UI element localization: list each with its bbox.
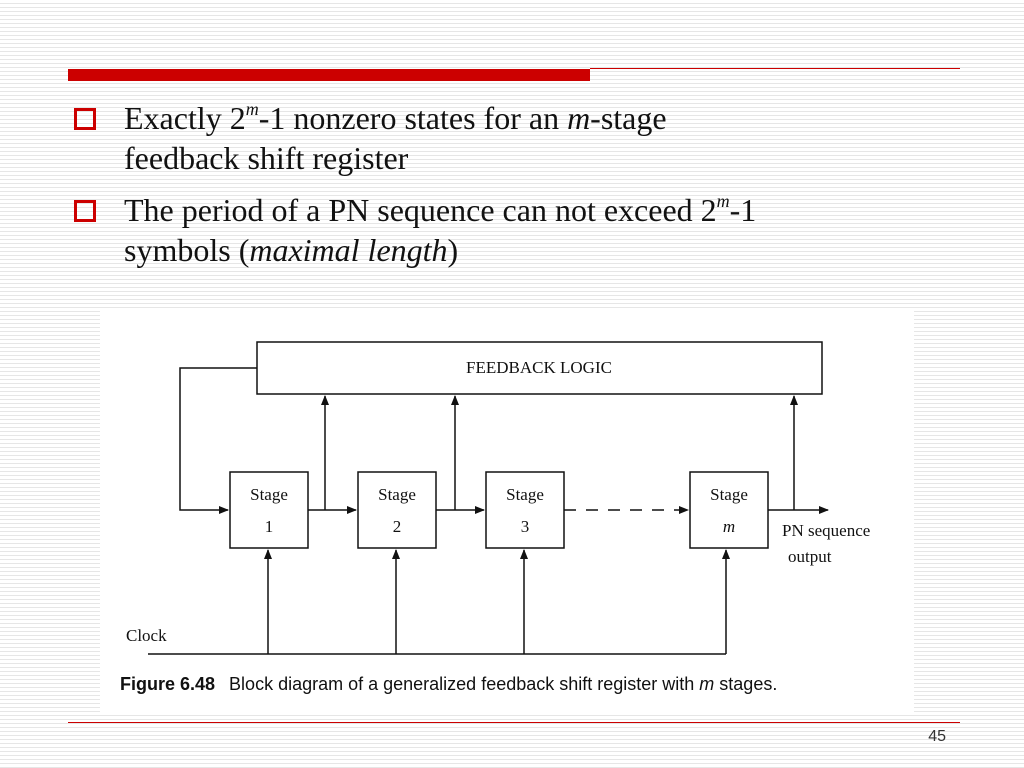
superscript-m: m — [245, 99, 259, 119]
bullet-line: The period of a PN sequence can not exce… — [124, 190, 952, 230]
stage-box-m — [689, 471, 769, 549]
header-accent-bar — [68, 69, 590, 81]
stage-title: Stage — [250, 485, 288, 504]
square-bullet-icon — [74, 200, 96, 222]
bullet-item-period: The period of a PN sequence can not exce… — [72, 190, 952, 270]
block-diagram: FEEDBACK LOGIC Stage 1 Stage 2 Stage 3 S… — [126, 341, 870, 655]
bullet-text: -1 — [729, 192, 757, 228]
caption-italic-m: m — [699, 674, 715, 694]
bullet-line: symbols (maximal length) — [124, 230, 952, 270]
output-label: output — [788, 547, 832, 566]
figure-label: Figure 6.48 — [120, 674, 216, 694]
italic-m: m — [567, 100, 591, 136]
bullet-text: ) — [447, 232, 459, 268]
bullet-text: symbols ( — [124, 232, 250, 268]
stage-title: Stage — [378, 485, 416, 504]
footer-line — [68, 722, 960, 723]
stage-index: 3 — [521, 517, 530, 536]
caption-text: stages. — [714, 674, 778, 694]
feedback-logic-box — [256, 341, 823, 395]
output-label: PN sequence — [782, 521, 870, 540]
stage-title: Stage — [506, 485, 544, 504]
bullet-line: Exactly 2m-1 nonzero states for an m-sta… — [124, 98, 952, 138]
bullet-text: The period of a PN sequence can not exce… — [124, 192, 717, 228]
bullet-text: -stage — [590, 100, 667, 136]
stage-box-2 — [357, 471, 437, 549]
stage-title: Stage — [710, 485, 748, 504]
square-bullet-icon — [74, 108, 96, 130]
stage-box-1 — [229, 471, 309, 549]
bullet-text: Exactly 2 — [124, 100, 246, 136]
bullet-line: feedback shift register — [124, 140, 409, 176]
bullet-list: Exactly 2m-1 nonzero states for an m-sta… — [72, 98, 952, 282]
bullet-item-states: Exactly 2m-1 nonzero states for an m-sta… — [72, 98, 952, 178]
stage-index: 2 — [393, 517, 402, 536]
shift-register-figure: FEEDBACK LOGIC Stage 1 Stage 2 Stage 3 S… — [100, 310, 914, 714]
feedback-return-path — [179, 367, 257, 514]
feedback-logic-label: FEEDBACK LOGIC — [466, 358, 612, 377]
bullet-text: -1 nonzero states for an — [258, 100, 568, 136]
clock-label: Clock — [126, 626, 167, 645]
figure-caption: Figure 6.48 Block diagram of a generalize… — [120, 674, 777, 695]
page-number: 45 — [928, 728, 946, 745]
stage-box-3 — [485, 471, 565, 549]
caption-text: Block diagram of a generalized feedback … — [229, 674, 700, 694]
superscript-m: m — [716, 191, 730, 211]
stage-index: m — [723, 517, 735, 536]
header-accent-line — [590, 68, 960, 69]
italic-maximal-length: maximal length — [249, 232, 448, 268]
stage-index: 1 — [265, 517, 274, 536]
